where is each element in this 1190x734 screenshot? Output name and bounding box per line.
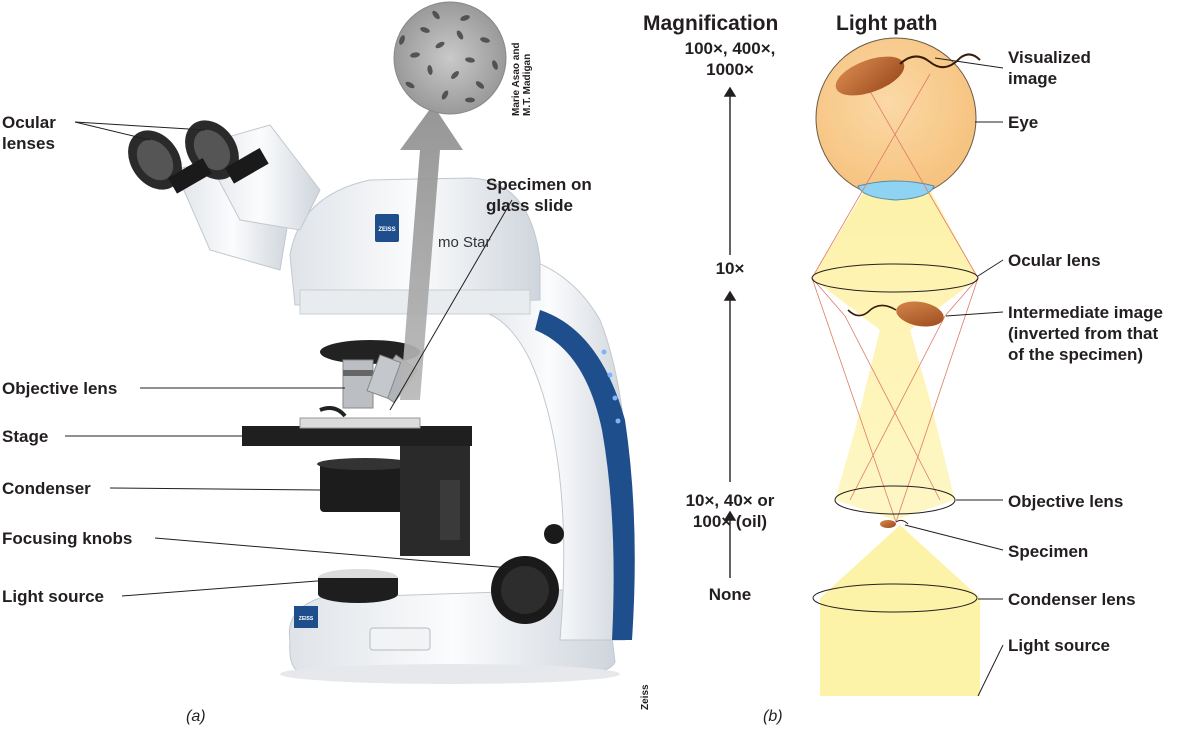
- label-light-source-b: Light source: [1008, 636, 1111, 655]
- magnification-objective: 10×, 40× or 100× (oil): [668, 490, 792, 532]
- label-intermediate-line1: Intermediate image: [1008, 303, 1163, 322]
- magnification-axis: [723, 86, 737, 578]
- label-light-source-a: Light source: [2, 587, 105, 606]
- label-ocular-lenses: Ocular lenses: [2, 112, 56, 154]
- objective-lens-shape: [834, 485, 956, 515]
- label-condenser-lens: Condenser lens: [1008, 590, 1136, 609]
- visualized-cell-icon: [835, 53, 981, 96]
- label-visualized-line1: Visualized: [1008, 48, 1091, 67]
- condenser-lens-shape: [812, 583, 978, 613]
- light-path-diagram: [723, 37, 981, 696]
- specimen-micrograph: [393, 1, 507, 115]
- magnification-top: 100×, 400×, 1000×: [678, 38, 782, 80]
- logo-text-head: ZEISS: [378, 227, 395, 233]
- label-visualized-line2: image: [1008, 69, 1058, 88]
- label-objective-lens-a: Objective lens: [2, 379, 118, 398]
- magnification-none: None: [708, 585, 752, 604]
- caption-a: (a): [186, 708, 206, 725]
- logo-text-base: ZEISS: [299, 616, 314, 622]
- label-stage: Stage: [2, 427, 49, 446]
- label-intermediate-image: Intermediate image (inverted from that o…: [1008, 302, 1163, 365]
- label-ocular-lens-b: Ocular lens: [1008, 251, 1101, 270]
- label-intermediate-line3: of the specimen): [1008, 345, 1144, 364]
- label-eye: Eye: [1008, 113, 1039, 132]
- label-specimen-slide: Specimen on glass slide: [486, 174, 592, 216]
- panel-a-leader-lines: [65, 121, 513, 597]
- label-ocular-line2: lenses: [2, 134, 55, 153]
- photo-credit: Marie Asao and M.T. Madigan: [511, 42, 533, 116]
- heading-magnification: Magnification: [643, 12, 779, 35]
- zoom-arrow: [395, 105, 463, 400]
- photo-credit-line2: M.T. Madigan: [522, 53, 533, 116]
- specimen-cell-icon: [880, 519, 909, 528]
- label-specimen-line1: Specimen on: [486, 175, 592, 194]
- label-ocular-line1: Ocular: [2, 113, 56, 132]
- eye-lens-icon: [857, 180, 935, 201]
- brand-text: mo Star: [438, 234, 491, 251]
- label-specimen: Specimen: [1008, 542, 1089, 561]
- zeiss-logo-icon: [375, 214, 399, 242]
- magnification-ocular: 10×: [715, 259, 745, 278]
- label-objective-lens-b: Objective lens: [1008, 492, 1124, 511]
- caption-b: (b): [763, 708, 783, 725]
- heading-light-path: Light path: [836, 12, 938, 35]
- label-condenser: Condenser: [2, 479, 91, 498]
- label-focusing-knobs: Focusing knobs: [2, 529, 133, 548]
- panel-b-leader-lines: [904, 57, 1004, 697]
- magnification-top-line1: 100×, 400×,: [684, 39, 776, 58]
- zeiss-credit: Zeiss: [640, 684, 651, 710]
- ocular-lenses: [128, 120, 321, 271]
- magnification-top-line2: 1000×: [706, 60, 754, 79]
- magnification-objective-line2: 100× (oil): [692, 512, 768, 531]
- intermediate-cell-icon: [847, 301, 944, 327]
- magnification-objective-line1: 10×, 40× or: [685, 491, 775, 510]
- label-intermediate-line2: (inverted from that: [1008, 324, 1159, 343]
- ocular-lens-shape: [811, 263, 979, 293]
- label-specimen-line2: glass slide: [486, 196, 573, 215]
- photo-credit-line1: Marie Asao and: [511, 42, 522, 116]
- label-visualized-image: Visualized image: [1008, 47, 1091, 89]
